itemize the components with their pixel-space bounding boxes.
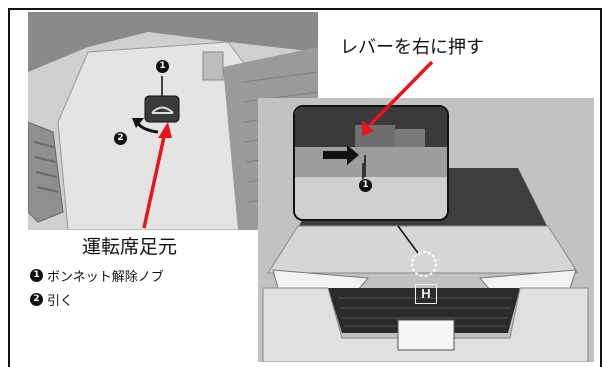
caption-footwell: 運転席足元 [82, 236, 178, 258]
lever-marker: 1 [359, 179, 372, 192]
caption-lever: レバーを右に押す [340, 37, 484, 58]
knob-marker: 1 [156, 60, 169, 73]
honda-emblem: H [415, 284, 437, 304]
lever-illustration [295, 107, 447, 219]
legend-text-1: ボンネット解除ノブ [47, 270, 164, 285]
footwell-photo: 1 2 [28, 12, 318, 230]
legend-item-1: 1 ボンネット解除ノブ [30, 266, 164, 285]
legend-item-2: 2 引く [30, 290, 73, 309]
pull-marker: 2 [114, 132, 127, 145]
lever-inset: 1 [293, 105, 449, 221]
legend-marker-2: 2 [30, 293, 43, 306]
legend-marker-1: 1 [30, 269, 43, 282]
legend-text-2: 引く [47, 294, 74, 309]
